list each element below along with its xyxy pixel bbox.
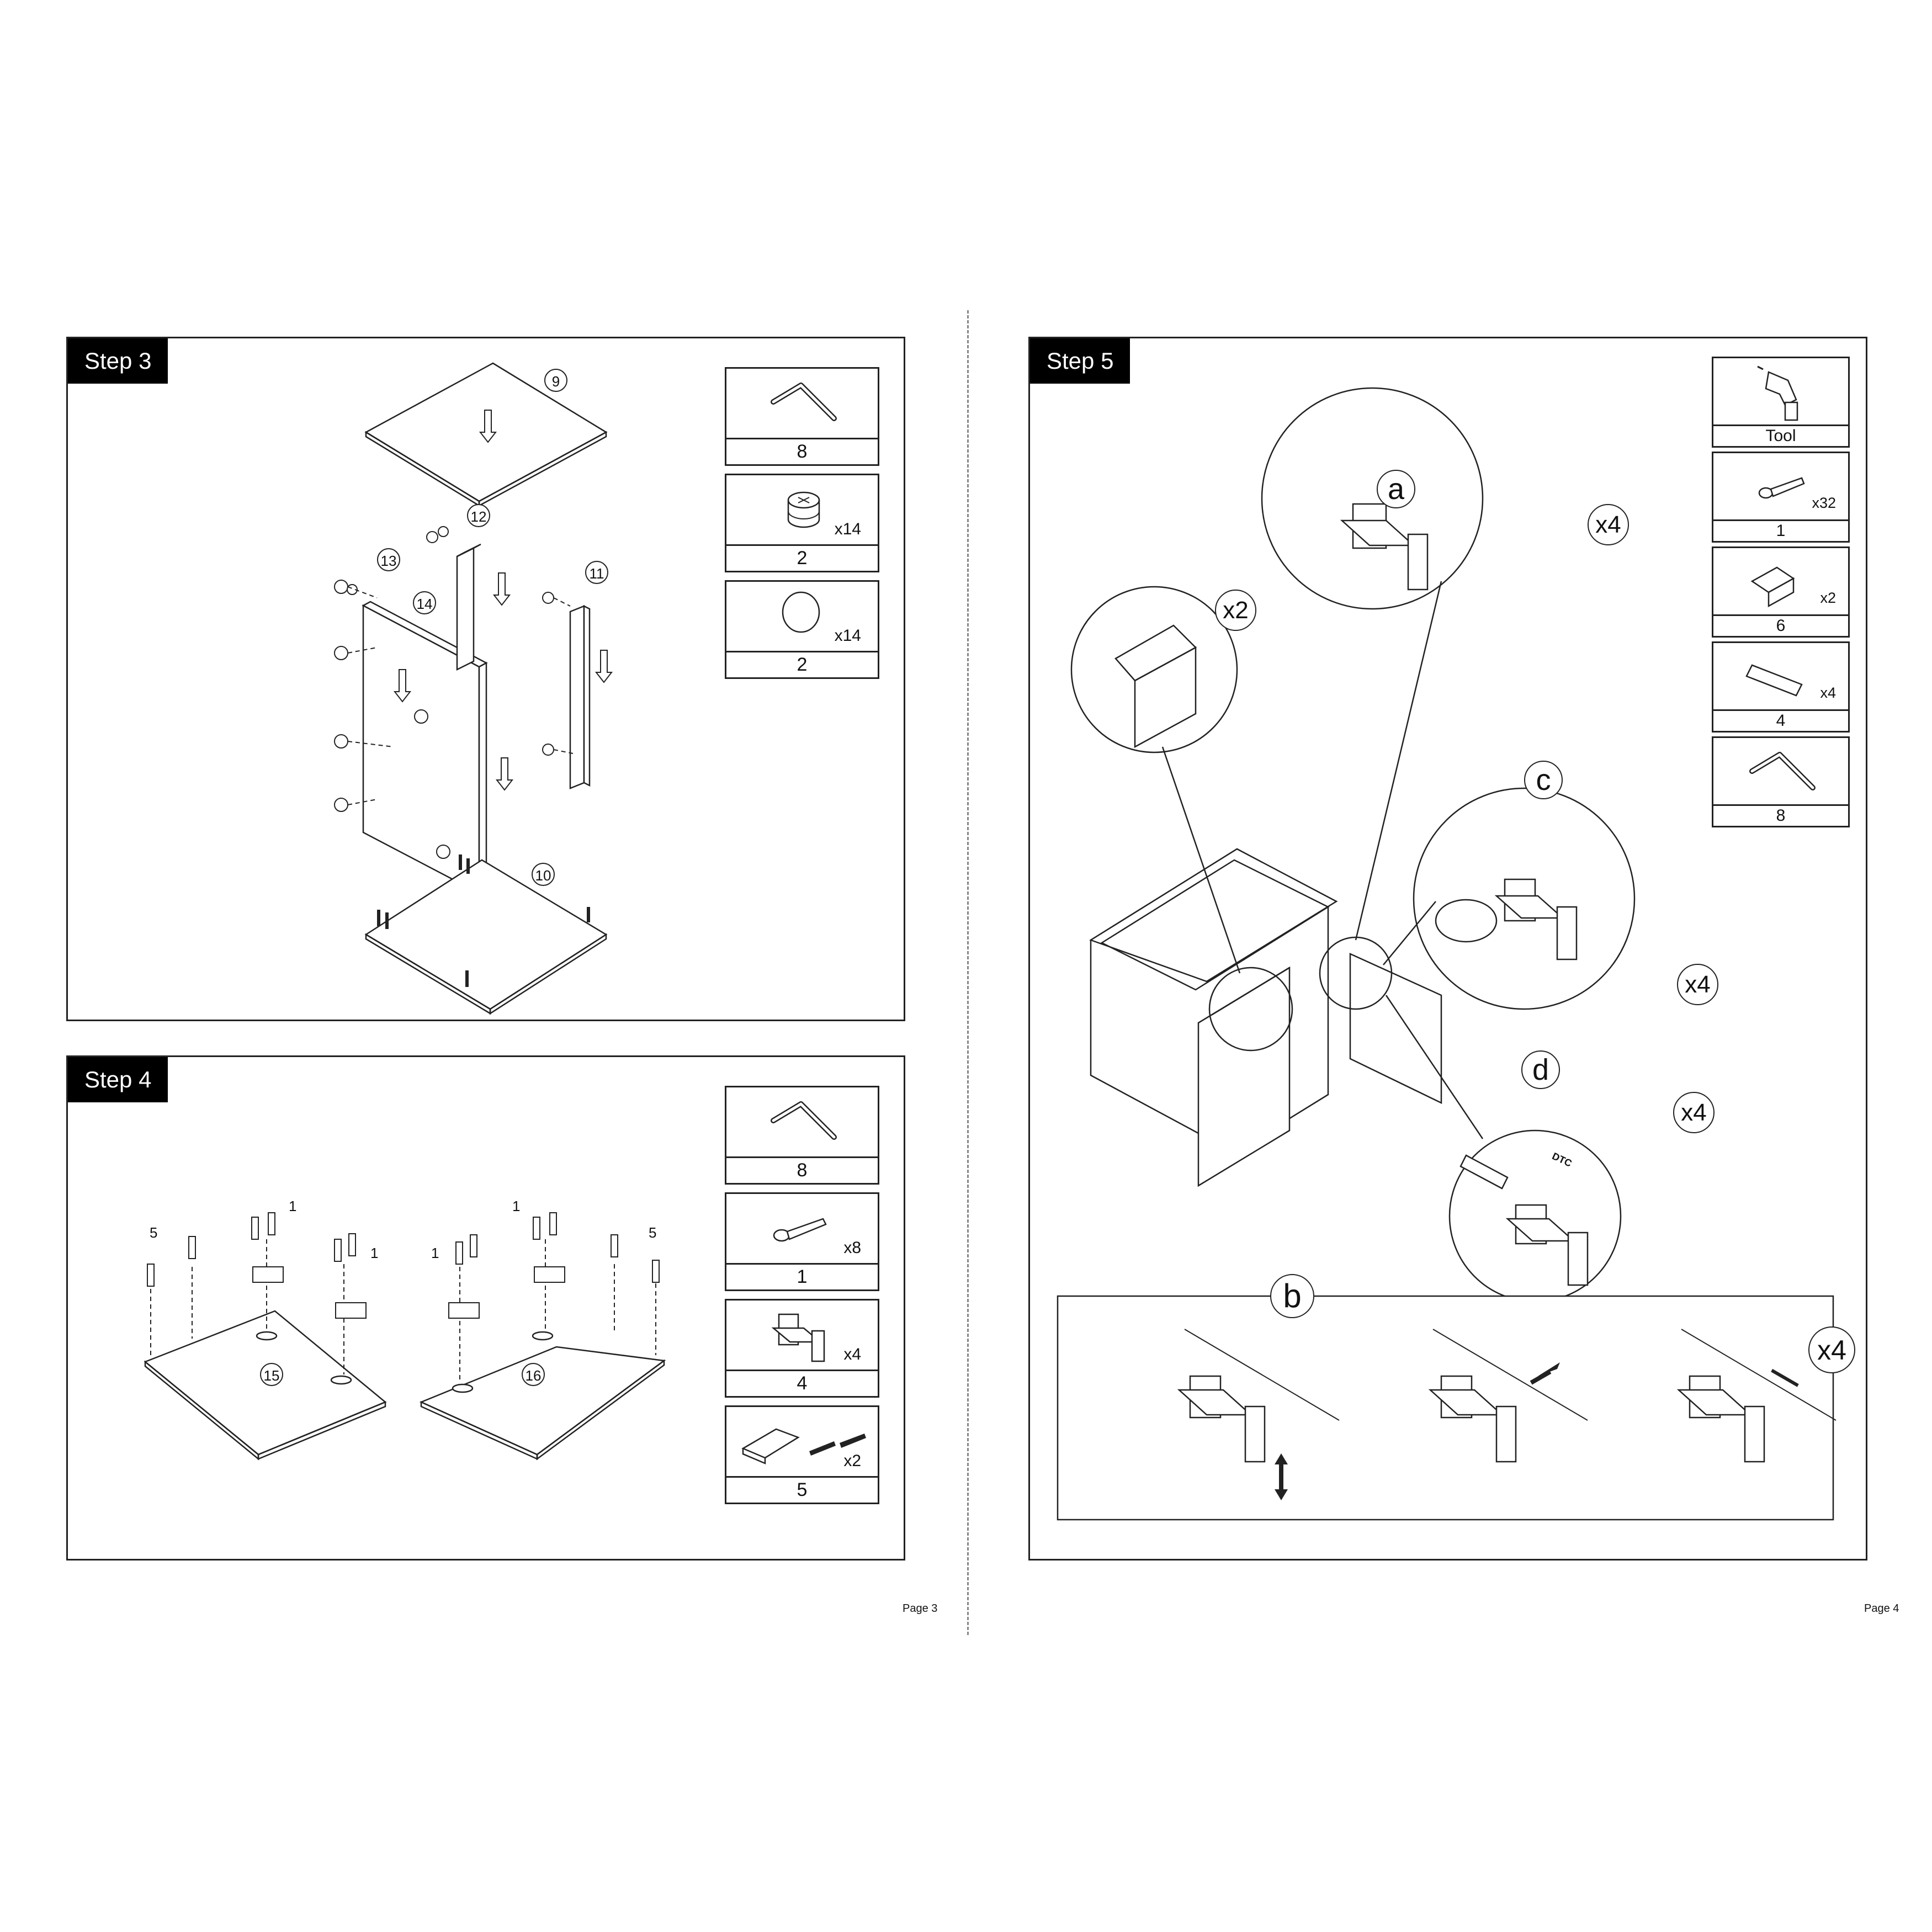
step3-exploded-drawing bbox=[334, 362, 613, 1015]
callout-b-letter: b bbox=[1283, 1277, 1302, 1314]
step3-part-cap: x14 2 bbox=[725, 580, 879, 679]
cap-icon bbox=[782, 591, 820, 633]
screw-icon bbox=[1758, 477, 1805, 499]
part-number-10: 10 bbox=[532, 863, 555, 886]
part-number: 1 bbox=[797, 1266, 808, 1287]
callout-b-qty-badge: x4 bbox=[1808, 1326, 1855, 1373]
drill-icon bbox=[1757, 365, 1798, 421]
part-qty: x4 bbox=[843, 1345, 861, 1363]
screw-icon bbox=[773, 1218, 827, 1242]
hinge-icon bbox=[771, 1313, 825, 1362]
step3-title: Step 3 bbox=[68, 338, 168, 384]
page-number-right: Page 4 bbox=[1864, 1602, 1899, 1615]
callout-c-qty-badge: x4 bbox=[1677, 964, 1718, 1005]
callout-b-badge: b bbox=[1270, 1274, 1314, 1318]
screw-label: 1 bbox=[512, 1198, 521, 1214]
callout-a-qty-badge: x4 bbox=[1588, 504, 1629, 545]
part-number-13: 13 bbox=[377, 548, 400, 571]
step5-title: Step 5 bbox=[1030, 338, 1130, 384]
allen-key-icon bbox=[771, 1101, 837, 1140]
allen-key-icon bbox=[771, 383, 837, 421]
screw-label: 1 bbox=[370, 1245, 379, 1261]
screw-label: 1 bbox=[289, 1198, 297, 1214]
step5-drawing bbox=[1057, 387, 1837, 1521]
dtc-plate-icon bbox=[1745, 664, 1803, 697]
step4-part-hinge: x4 4 bbox=[725, 1299, 879, 1398]
part-qty: x14 bbox=[834, 627, 861, 645]
part-number: 4 bbox=[797, 1373, 808, 1394]
page-divider bbox=[967, 310, 969, 1635]
callout-x2-qty: x2 bbox=[1223, 597, 1249, 624]
part-qty: x2 bbox=[1820, 590, 1836, 606]
step5-panel: Step 5 bbox=[1028, 337, 1867, 1561]
screw-label: 5 bbox=[649, 1224, 657, 1241]
part-number: 6 bbox=[1776, 617, 1786, 635]
step5-part-bracket: x2 6 bbox=[1712, 546, 1850, 638]
page-number-left: Page 3 bbox=[903, 1602, 938, 1615]
callout-x2-badge: x2 bbox=[1215, 590, 1256, 631]
callout-a-qty: x4 bbox=[1595, 511, 1621, 538]
callout-d-qty-badge: x4 bbox=[1673, 1092, 1715, 1133]
part-number-9: 9 bbox=[544, 369, 567, 392]
step5-part-drill: Tool bbox=[1712, 357, 1850, 448]
bracket-icon bbox=[1750, 566, 1795, 608]
part-number: 8 bbox=[797, 441, 808, 462]
callout-b-qty: x4 bbox=[1817, 1335, 1846, 1366]
part-number: 2 bbox=[797, 654, 808, 675]
part-number-15: 15 bbox=[260, 1363, 283, 1386]
part-number: 8 bbox=[1776, 806, 1786, 825]
cam-lock-icon bbox=[787, 491, 820, 528]
part-qty: x8 bbox=[843, 1239, 861, 1257]
callout-d-qty: x4 bbox=[1681, 1099, 1707, 1126]
step5-part-screw: x32 1 bbox=[1712, 452, 1850, 543]
part-number: 2 bbox=[797, 548, 808, 569]
part-number-16: 16 bbox=[522, 1363, 545, 1386]
part-qty: x32 bbox=[1812, 495, 1836, 511]
step5-part-dtc-plate: x4 4 bbox=[1712, 641, 1850, 733]
allen-key-icon bbox=[1749, 752, 1816, 790]
callout-d-badge: d bbox=[1521, 1050, 1560, 1089]
step4-panel: Step 4 bbox=[66, 1055, 905, 1561]
step3-part-cam-lock: x14 2 bbox=[725, 474, 879, 572]
part-number-12: 12 bbox=[467, 504, 490, 527]
callout-c-qty: x4 bbox=[1685, 971, 1711, 998]
step4-title: Step 4 bbox=[68, 1057, 168, 1102]
screw-label: 5 bbox=[150, 1224, 158, 1241]
step3-part-allen-key: 8 bbox=[725, 367, 879, 466]
part-number: 1 bbox=[1776, 522, 1786, 540]
part-number-14: 14 bbox=[413, 591, 436, 614]
callout-a-letter: a bbox=[1387, 473, 1405, 506]
callout-c-letter: c bbox=[1536, 763, 1551, 797]
callout-d-letter: d bbox=[1532, 1053, 1549, 1086]
handle-icon bbox=[741, 1428, 866, 1464]
part-qty: x14 bbox=[834, 520, 861, 538]
part-number: 5 bbox=[797, 1479, 808, 1500]
step4-part-screw: x8 1 bbox=[725, 1192, 879, 1291]
part-number-11: 11 bbox=[585, 561, 608, 584]
screw-label: 1 bbox=[431, 1245, 439, 1261]
part-number: 8 bbox=[797, 1160, 808, 1181]
part-number: 4 bbox=[1776, 712, 1786, 730]
step3-panel: Step 3 bbox=[66, 337, 905, 1021]
step4-part-allen-key: 8 bbox=[725, 1086, 879, 1185]
part-qty: x4 bbox=[1820, 684, 1836, 701]
callout-c-badge: c bbox=[1524, 761, 1563, 799]
step4-part-handle: x2 5 bbox=[725, 1405, 879, 1504]
part-number: Tool bbox=[1765, 427, 1796, 445]
callout-a-badge: a bbox=[1377, 470, 1415, 508]
part-qty: x2 bbox=[843, 1452, 861, 1470]
step5-part-allen-key: 8 bbox=[1712, 736, 1850, 827]
